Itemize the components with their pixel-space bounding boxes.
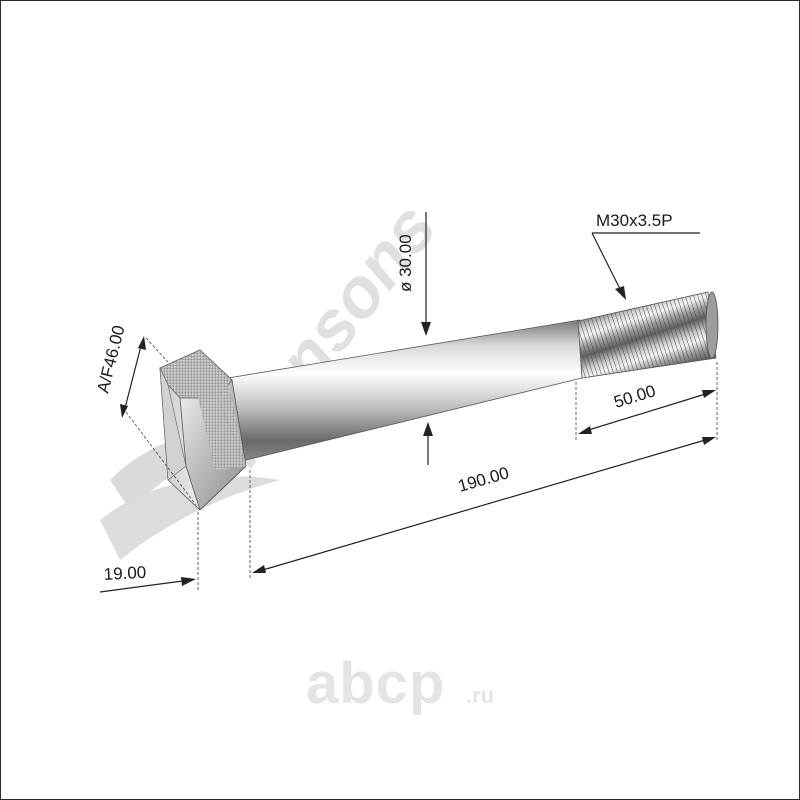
bolt (159, 291, 719, 511)
shank-length-label: 190.00 (456, 463, 511, 496)
site-watermark: abcp .ru (306, 655, 494, 716)
thread-spec-callout: M30x3.5P (591, 211, 700, 300)
bolt-thread (577, 291, 717, 379)
thread-spec-label: M30x3.5P (596, 211, 673, 230)
shank-diameter-callout: ø 30.00 (396, 212, 433, 465)
site-watermark-tld: .ru (466, 683, 494, 708)
site-watermark-name: abcp (306, 655, 445, 716)
bolt-head-knurl (195, 383, 246, 470)
head-height-callout: 19.00 (99, 512, 199, 593)
thread-length-label: 50.00 (612, 381, 658, 412)
shank-length-callout: 190.00 (249, 437, 716, 580)
bolt-end (705, 291, 719, 359)
shank-diameter-label: ø 30.00 (396, 234, 415, 292)
across-flats-label: A/F46.00 (93, 323, 128, 395)
head-height-label: 19.00 (103, 563, 146, 584)
